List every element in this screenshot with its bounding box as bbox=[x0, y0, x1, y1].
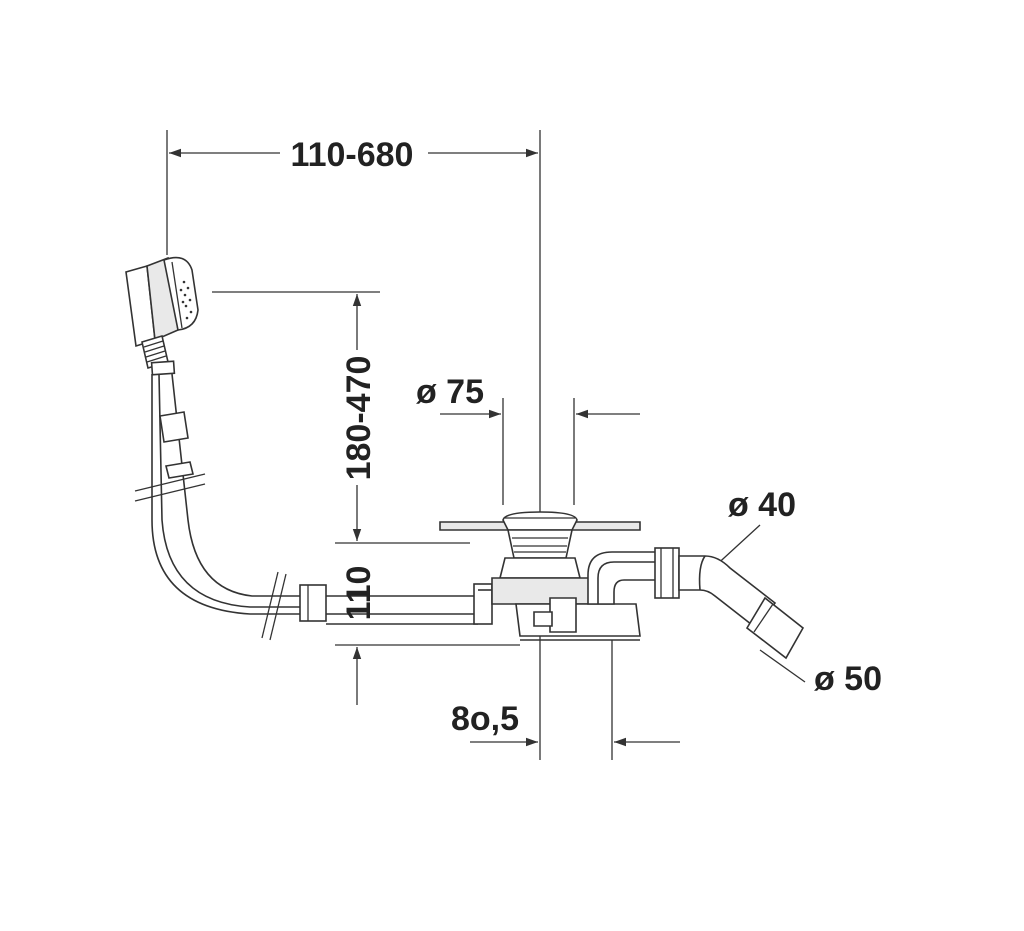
dim-diameter-50: ø 50 bbox=[814, 660, 882, 698]
dim-diameter-75: ø 75 bbox=[416, 373, 484, 411]
drain-plug bbox=[502, 511, 578, 531]
overflow-assembly bbox=[125, 256, 493, 641]
drain-body-upper bbox=[507, 529, 573, 559]
pipe-clip-lower bbox=[165, 461, 194, 479]
dimension-lines bbox=[166, 130, 806, 760]
dim-diameter-40: ø 40 bbox=[728, 486, 796, 524]
drain-assembly bbox=[439, 511, 641, 641]
pipe-coupler-left bbox=[299, 584, 327, 622]
overflow-holes bbox=[179, 280, 193, 320]
overflow-pipe-outer bbox=[151, 374, 300, 615]
trap-union-nut bbox=[654, 547, 680, 599]
overflow-pipe-mid bbox=[158, 373, 300, 608]
overflow-cap bbox=[163, 256, 199, 331]
dim-110-680: 110-680 bbox=[291, 136, 414, 174]
overflow-nut bbox=[150, 360, 176, 376]
dim-180-470: 180-470 bbox=[340, 356, 378, 481]
break-line-4 bbox=[269, 573, 287, 641]
leader-50 bbox=[759, 649, 806, 683]
break-line-1 bbox=[134, 473, 206, 492]
overflow-pipe-inner bbox=[171, 373, 300, 597]
outlet-end-50 bbox=[745, 596, 805, 660]
break-line-3 bbox=[261, 571, 279, 639]
trap-outlet-assembly bbox=[587, 547, 805, 660]
pipe-clip-upper bbox=[159, 411, 189, 443]
drain-body-nut bbox=[498, 557, 582, 579]
dim-110: 110 bbox=[340, 566, 378, 621]
drain-valve-stem bbox=[533, 611, 553, 627]
break-line-2 bbox=[134, 483, 206, 502]
drain-valve bbox=[549, 597, 577, 633]
dim-80-5: 8o,5 bbox=[451, 700, 519, 738]
